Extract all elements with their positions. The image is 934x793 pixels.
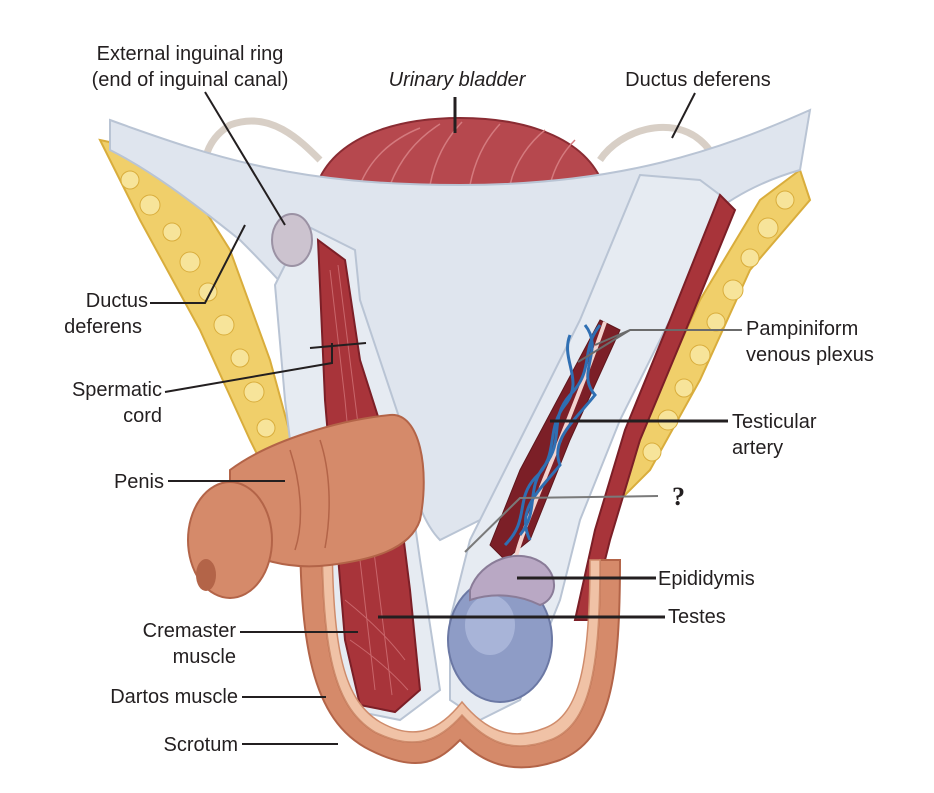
fat-lobules	[120, 170, 795, 472]
penis-skin-folds	[289, 439, 330, 551]
leader-ductus-left	[150, 224, 246, 304]
label-testicular-artery-line1: Testicular	[732, 411, 817, 433]
label-spermatic-cord-line2: cord	[123, 405, 162, 427]
leader-lines	[150, 91, 742, 745]
label-testicular-artery-line2: artery	[732, 437, 783, 459]
label-penis: Penis	[114, 471, 164, 493]
label-pampiniform-line1: Pampiniform	[746, 318, 858, 340]
label-testes: Testes	[668, 606, 726, 628]
label-epididymis: Epididymis	[658, 568, 755, 590]
leader-ductus-right	[671, 92, 696, 139]
leader-spermatic-cord	[164, 342, 367, 393]
epididymis-shape	[469, 555, 555, 607]
label-urinary-bladder: Urinary bladder	[389, 69, 527, 91]
external-inguinal-ring-shape	[271, 213, 313, 267]
leader-pampiniform	[577, 329, 742, 363]
illustration	[98, 108, 812, 769]
urinary-bladder-shape	[313, 116, 607, 191]
label-external-ring-line2: (end of inguinal canal)	[92, 69, 289, 91]
label-cremaster-line2: muscle	[173, 646, 236, 668]
labels: External inguinal ring (end of inguinal …	[64, 43, 874, 756]
leader-external-ring	[204, 91, 286, 226]
label-unknown: ?	[672, 482, 685, 511]
label-spermatic-cord-line1: Spermatic	[72, 379, 162, 401]
pampiniform-plexus-veins	[503, 324, 602, 547]
label-ductus-deferens-right: Ductus deferens	[625, 69, 771, 91]
label-external-ring-line1: External inguinal ring	[97, 43, 284, 65]
label-cremaster-line1: Cremaster	[143, 620, 237, 642]
dartos-layer	[321, 519, 601, 747]
bladder-striations	[359, 121, 576, 186]
penis-shaft	[229, 413, 425, 568]
label-pampiniform-line2: venous plexus	[746, 344, 874, 366]
label-dartos: Dartos muscle	[110, 686, 238, 708]
penis-glans-opening	[196, 559, 216, 591]
label-scrotum: Scrotum	[164, 734, 238, 756]
testis-highlight	[465, 595, 515, 655]
label-ductus-deferens-left-line1: Ductus	[86, 290, 148, 312]
label-ductus-deferens-left-line2: deferens	[64, 316, 142, 338]
leader-unknown	[464, 495, 659, 553]
